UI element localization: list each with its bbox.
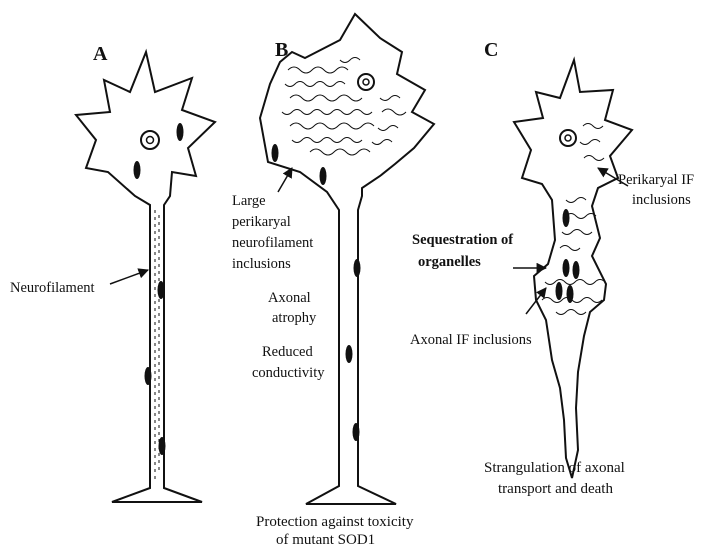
caption-c-2: transport and death — [498, 481, 613, 497]
label-perikaryal-if-1: Perikaryal IF — [618, 172, 694, 188]
label-perikaryal-if-2: inclusions — [632, 192, 691, 208]
neuron-a — [76, 52, 215, 502]
label-neurofilament: Neurofilament — [10, 280, 95, 296]
label-large-perikaryal-4: inclusions — [232, 256, 291, 272]
arrow-large-perikaryal — [278, 168, 292, 192]
neuron-c-nucleus — [560, 130, 576, 146]
caption-b-1: Protection against toxicity — [256, 514, 414, 530]
neuron-a-nucleolus — [147, 137, 154, 144]
caption-b-2: of mutant SOD1 — [276, 532, 375, 548]
neuron-b-nucleolus — [363, 79, 369, 85]
panel-letter-b: B — [275, 39, 288, 61]
neuron-c-nucleolus — [565, 135, 571, 141]
label-reduced-conductivity-2: conductivity — [252, 365, 325, 381]
label-reduced-conductivity-1: Reduced — [262, 344, 313, 360]
panel-letter-a: A — [93, 43, 108, 65]
neuron-a-outline — [76, 52, 215, 502]
arrow-neurofilament — [110, 270, 148, 284]
label-sequestration-1: Sequestration of — [412, 232, 513, 248]
neuron-b-inclusions — [282, 58, 406, 156]
label-axonal-atrophy-1: Axonal — [268, 290, 311, 306]
label-axonal-atrophy-2: atrophy — [272, 310, 317, 326]
label-sequestration-2: organelles — [418, 254, 481, 270]
label-large-perikaryal-1: Large — [232, 193, 266, 209]
annotation-arrows — [110, 168, 628, 314]
neuron-a-neurofilament-lines — [155, 210, 159, 480]
neuron-b-nucleus — [358, 74, 374, 90]
neuron-c-organelles — [556, 209, 580, 303]
neuron-a-nucleus — [141, 131, 159, 149]
label-large-perikaryal-2: perikaryal — [232, 214, 291, 230]
caption-c-1: Strangulation of axonal — [484, 460, 625, 476]
panel-letter-c: C — [484, 39, 498, 61]
label-large-perikaryal-3: neurofilament — [232, 235, 313, 251]
label-axonal-if: Axonal IF inclusions — [410, 332, 532, 348]
